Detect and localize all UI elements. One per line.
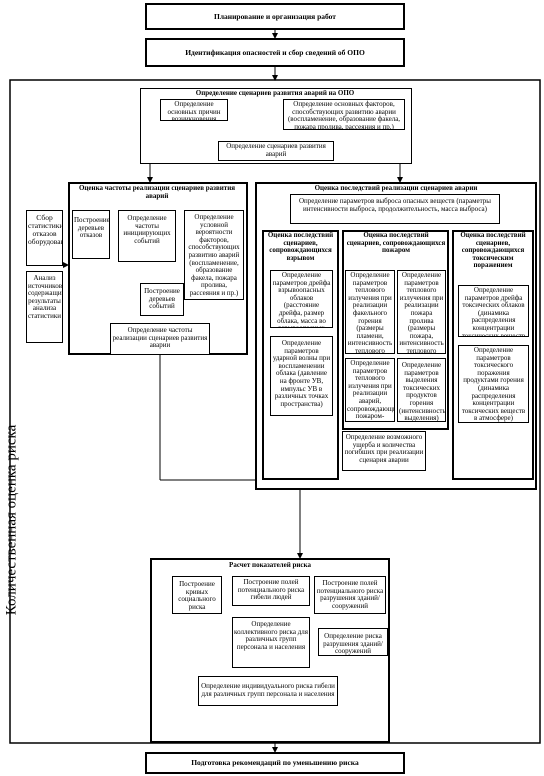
factors-box: Определение основных факторов, способств… [283, 99, 405, 130]
pool-fire-box: Определение параметров теплового излучен… [397, 270, 446, 354]
damage-box: Определение возможного ущерба и количест… [342, 431, 426, 471]
toxic-drift-box: Определение параметров дрейфа токсически… [458, 285, 529, 337]
torch-fire-box: Определение параметров теплового излучен… [345, 270, 395, 354]
building-risk-fields-box: Построение полей потенциального риска ра… [314, 576, 386, 614]
collective-risk-box: Определение коллективного риска для разл… [232, 617, 310, 668]
shock-wave-box: Определение параметров ударной волны при… [270, 336, 333, 416]
building-risk-box: Определение риска разрушения зданий/соор… [318, 628, 388, 656]
recommendations-box: Подготовка рекомендаций по уменьшению ри… [145, 752, 405, 774]
causes-box: Определение основных причин возникновени… [160, 99, 228, 121]
frequency-title: Оценка частоты реализации сценариев разв… [78, 184, 236, 200]
conditional-probability-box: Определение условной вероятности факторо… [184, 210, 244, 300]
explosion-drift-box: Определение параметров дрейфа взрывоопас… [270, 270, 333, 328]
analysis-box: Анализ источников, содержащих результаты… [26, 271, 63, 343]
social-risk-curves-box: Построение кривых социального риска [172, 576, 222, 614]
toxic-products-box: Определение параметров токсического пора… [458, 345, 529, 423]
scenarios-box: Определение сценариев развития аварий [218, 141, 334, 161]
toxic-title: Оценка последствий сценариев, сопровожда… [460, 231, 526, 270]
stats-box: Сбор статистики отказов оборудования [26, 210, 63, 266]
risk-title: Расчет показателей риска [229, 561, 311, 569]
potential-risk-fields-box: Построение полей потенциального риска ги… [232, 576, 310, 606]
release-parameters-box: Определение параметров выброса опасных в… [290, 194, 500, 224]
flash-fire-box: Определение параметров теплового излучен… [345, 358, 395, 422]
scenario-title: Определение сценариев развития аварий на… [195, 89, 355, 97]
consequences-title: Оценка последствий реализации сценариев … [314, 184, 478, 192]
fault-trees-box: Построение деревьев отказов [72, 210, 110, 259]
scenario-frequency-box: Определение частоты реализации сценариев… [110, 323, 210, 355]
fire-title: Оценка последствий сценариев, сопровожда… [346, 231, 446, 255]
side-label-text: Количественная оценка риска [3, 424, 20, 616]
planning-box: Планирование и организация работ [145, 3, 405, 30]
toxic-combustion-box: Определение параметров выделения токсиче… [397, 358, 446, 422]
quantitative-risk-label: Количественная оценка риска [2, 300, 22, 740]
event-trees-box: Построение деревьев событий [140, 283, 184, 316]
explosion-title: Оценка последствий сценариев, сопровожда… [267, 231, 334, 262]
individual-risk-box: Определение индивидуального риска гибели… [198, 676, 338, 706]
initiating-events-box: Определение частоты инициирующих событий [118, 210, 176, 262]
identification-box: Идентификация опасностей и сбор сведений… [145, 38, 405, 67]
